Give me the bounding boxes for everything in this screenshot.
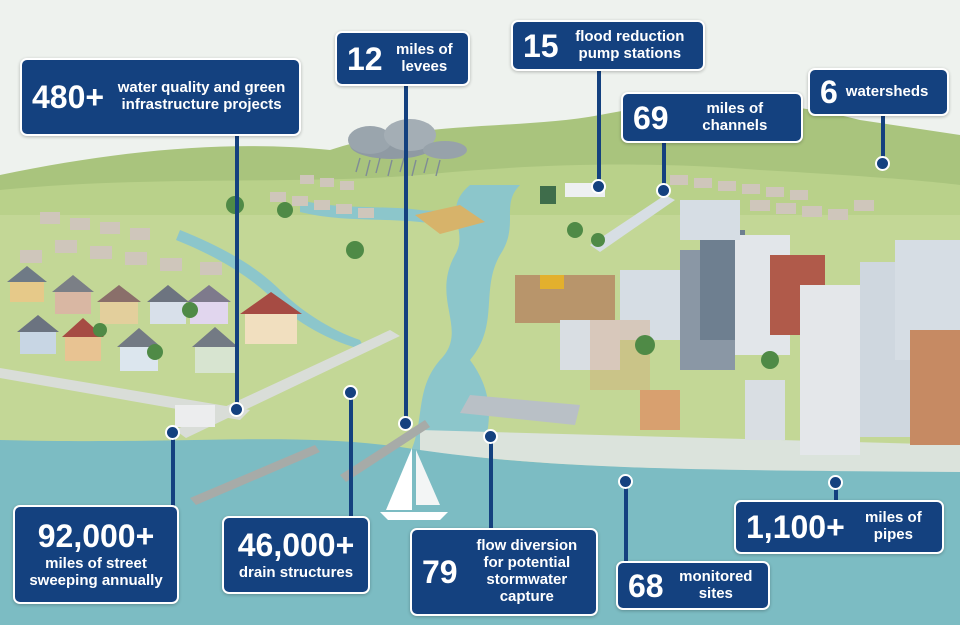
rain-cloud — [348, 119, 467, 177]
callout-pumps: 15 flood reduction pump stations — [511, 20, 705, 71]
beach — [420, 430, 960, 472]
breakwater-2 — [340, 420, 430, 482]
river — [400, 185, 520, 480]
levees-number: 12 — [347, 40, 383, 77]
leader-diversion — [489, 438, 493, 534]
concrete-channel — [590, 195, 675, 252]
dot-projects — [229, 402, 244, 417]
projects-label: water quality and green infrastructure p… — [117, 79, 286, 113]
construction-site — [515, 275, 615, 323]
sailboat — [380, 448, 448, 520]
green-tank — [540, 186, 556, 204]
callout-diversion: 79 flow diversion for potential stormwat… — [410, 528, 598, 616]
sweeping-number: 92,000+ — [37, 517, 155, 554]
houses-back-left — [20, 175, 374, 275]
channels-label: miles of channels — [702, 99, 768, 134]
leader-pipes — [834, 482, 838, 506]
leader-watersheds — [881, 115, 885, 165]
creek — [176, 230, 365, 350]
watersheds-number: 6 — [820, 74, 838, 110]
callout-pipes: 1,100+ miles of pipes — [734, 500, 944, 554]
callout-sweeping: 92,000+ miles of street sweeping annuall… — [13, 505, 179, 604]
trees — [93, 196, 779, 369]
drains-number: 46,000+ — [237, 526, 355, 563]
callout-channels: 69 miles of channels — [621, 92, 803, 143]
dot-pipes — [828, 475, 843, 490]
dot-watersheds — [875, 156, 890, 171]
parking-lot — [460, 395, 580, 425]
ball-field — [415, 205, 485, 234]
dot-monitored — [618, 474, 633, 489]
callout-monitored: 68 monitored sites — [616, 561, 770, 610]
dot-sweeping — [165, 425, 180, 440]
downtown-buildings — [560, 200, 960, 455]
bulldozer — [540, 275, 564, 289]
pumps-label: flood reduction pump stations — [575, 27, 685, 62]
dot-drains — [343, 385, 358, 400]
projects-number: 480+ — [32, 79, 105, 115]
houses-back-right — [670, 175, 874, 220]
pipes-label: miles of pipes — [865, 509, 922, 543]
leader-levees — [404, 84, 408, 424]
callout-projects: 480+ water quality and green infrastruct… — [20, 58, 301, 136]
monitored-label: monitored sites — [679, 567, 753, 602]
leader-projects — [235, 134, 239, 410]
street-sweeper — [175, 405, 215, 427]
watersheds-label: watersheds — [845, 82, 929, 100]
pipes-number: 1,100+ — [746, 509, 845, 545]
callout-drains: 46,000+ drain structures — [222, 516, 370, 594]
monitored-number: 68 — [628, 567, 664, 604]
leader-monitored — [624, 482, 628, 566]
leader-pumps — [597, 68, 601, 186]
levees-label: miles of levees — [395, 40, 453, 75]
callout-watersheds: 6 watersheds — [808, 68, 949, 116]
dot-pumps — [591, 179, 606, 194]
channels-number: 69 — [633, 99, 669, 136]
sweeping-label: miles of street sweeping annually — [29, 554, 163, 589]
pumps-number: 15 — [523, 27, 559, 64]
breakwater-1 — [190, 445, 320, 505]
dot-diversion — [483, 429, 498, 444]
leader-drains — [349, 394, 353, 518]
callout-levees: 12 miles of levees — [335, 31, 470, 86]
drains-label: drain structures — [238, 563, 354, 581]
diversion-label: flow diversion for potential stormwater … — [476, 537, 578, 605]
houses-left — [7, 266, 302, 373]
leader-channels — [662, 140, 666, 190]
leader-sweeping — [171, 432, 175, 508]
dot-channels — [656, 183, 671, 198]
dot-levees — [398, 416, 413, 431]
diversion-number: 79 — [422, 554, 458, 590]
